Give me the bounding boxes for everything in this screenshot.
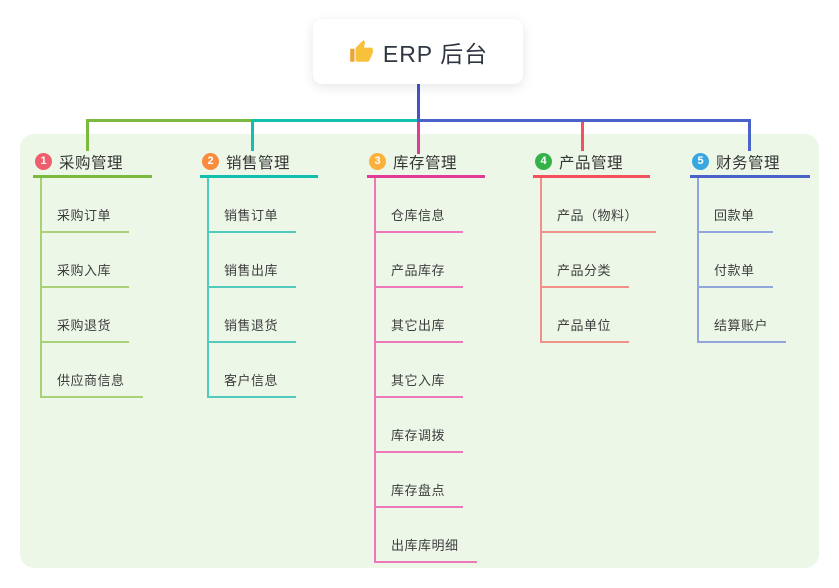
branch-3-child-node[interactable]: 仓库信息: [376, 178, 464, 233]
branch-header-1[interactable]: 1 采购管理: [33, 148, 152, 178]
trunk-segment-left-inner: [251, 119, 420, 122]
branch-3-child-node[interactable]: 出库库明细: [376, 508, 477, 563]
branch-1-child-node[interactable]: 采购订单: [42, 178, 130, 233]
branch-4-child-node[interactable]: 产品（物料）: [542, 178, 657, 233]
branch-5-label: 财务管理: [716, 154, 781, 172]
branch-2-child-node[interactable]: 销售出库: [209, 233, 297, 288]
branch-header-3[interactable]: 3 库存管理: [367, 148, 485, 178]
branch-4-label: 产品管理: [559, 154, 624, 172]
branch-header-2[interactable]: 2 销售管理: [200, 148, 318, 178]
root-connector-line: [417, 83, 420, 122]
branch-1-drop-line: [86, 119, 89, 151]
branch-2-child-node[interactable]: 客户信息: [209, 343, 297, 398]
branch-4-children: 产品（物料）产品分类产品单位: [540, 178, 657, 343]
branch-3-child-node[interactable]: 库存调拨: [376, 398, 464, 453]
branch-5-children: 回款单付款单结算账户: [697, 178, 787, 343]
branch-2-children: 销售订单销售出库销售退货客户信息: [207, 178, 297, 398]
branch-5-number-badge: 5: [692, 153, 709, 170]
branch-2-drop-line: [251, 119, 254, 151]
branch-3-child-node[interactable]: 其它出库: [376, 288, 464, 343]
branch-4-number-badge: 4: [535, 153, 552, 170]
branch-2-label: 销售管理: [226, 154, 291, 172]
branch-1-child-node[interactable]: 采购入库: [42, 233, 130, 288]
branch-header-4[interactable]: 4 产品管理: [533, 148, 650, 178]
branch-4-child-node[interactable]: 产品分类: [542, 233, 630, 288]
branch-1-child-node[interactable]: 采购退货: [42, 288, 130, 343]
branch-5-child-node[interactable]: 付款单: [699, 233, 773, 288]
branch-4-drop-line: [581, 119, 584, 151]
branch-3-children: 仓库信息产品库存其它出库其它入库库存调拨库存盘点出库库明细: [374, 178, 477, 563]
branch-5-drop-line: [748, 119, 751, 151]
branch-2-number-badge: 2: [202, 153, 219, 170]
branch-5-child-node[interactable]: 结算账户: [699, 288, 787, 343]
branch-header-5[interactable]: 5 财务管理: [690, 148, 810, 178]
branch-3-drop-line: [417, 119, 420, 154]
root-node[interactable]: ERP 后台: [313, 19, 523, 84]
branch-3-label: 库存管理: [393, 154, 458, 172]
branch-1-number-badge: 1: [35, 153, 52, 170]
branch-2-child-node[interactable]: 销售退货: [209, 288, 297, 343]
branch-4-child-node[interactable]: 产品单位: [542, 288, 630, 343]
branch-3-child-node[interactable]: 产品库存: [376, 233, 464, 288]
branch-1-label: 采购管理: [59, 154, 124, 172]
branch-3-child-node[interactable]: 其它入库: [376, 343, 464, 398]
thumbs-up-icon: [348, 39, 374, 65]
branch-5-child-node[interactable]: 回款单: [699, 178, 773, 233]
branches-panel: [20, 134, 819, 568]
root-title: ERP 后台: [382, 40, 489, 67]
branch-1-children: 采购订单采购入库采购退货供应商信息: [40, 178, 143, 398]
branch-1-child-node[interactable]: 供应商信息: [42, 343, 143, 398]
branch-2-child-node[interactable]: 销售订单: [209, 178, 297, 233]
branch-3-number-badge: 3: [369, 153, 386, 170]
branch-3-child-node[interactable]: 库存盘点: [376, 453, 464, 508]
trunk-segment-left-outer: [86, 119, 254, 122]
trunk-segment-right: [417, 119, 751, 122]
